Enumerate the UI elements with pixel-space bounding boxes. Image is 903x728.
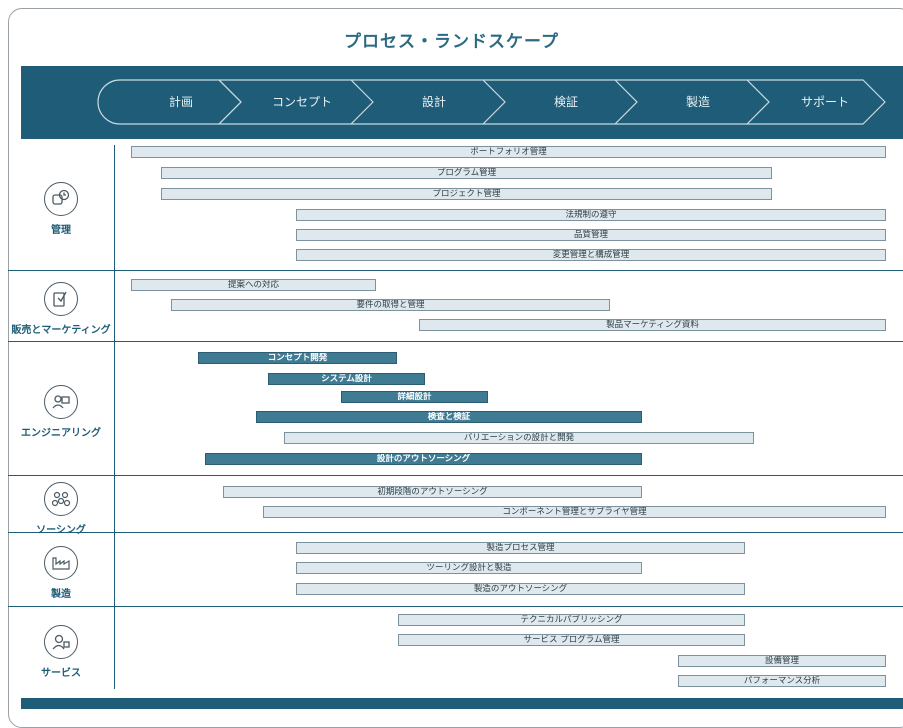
process-bar: コンポーネント管理とサプライヤ管理 — [263, 506, 886, 518]
row-divider — [8, 606, 903, 607]
process-bar: バリエーションの設計と開発 — [284, 432, 754, 444]
process-bar: パフォーマンス分析 — [678, 675, 886, 687]
process-bar: 品質管理 — [296, 229, 886, 241]
phase-arrow-6 — [747, 79, 886, 125]
category-service: サービス — [8, 625, 114, 679]
phase-design: 設計 — [421, 95, 446, 109]
column-divider — [114, 145, 115, 689]
category-label: ソーシング — [36, 525, 86, 536]
management-icon — [44, 182, 78, 216]
phase-arrow-3 — [351, 79, 506, 125]
phase-plan: 計画 — [168, 95, 193, 109]
phase-arrow-2 — [218, 79, 374, 125]
process-bar: 設計のアウトソーシング — [205, 453, 642, 465]
process-bar: 設備管理 — [678, 655, 886, 667]
process-bar: プログラム管理 — [161, 167, 772, 179]
process-bar: 法規制の遵守 — [296, 209, 886, 221]
process-bar: 初期段階のアウトソーシング — [223, 486, 642, 498]
phase-concept: コンセプト — [271, 95, 332, 109]
phase-band: 計画 コンセプト 設計 検証 製造 サポート — [21, 66, 903, 139]
sourcing-icon — [44, 482, 78, 516]
process-bar: 詳細設計 — [341, 391, 488, 403]
process-bar: テクニカルパブリッシング — [398, 614, 745, 626]
process-bar: 検査と検証 — [256, 411, 642, 423]
row-divider — [8, 532, 903, 533]
process-bar: 製品マーケティング資料 — [419, 319, 886, 331]
phase-support: サポート — [800, 95, 849, 109]
process-bar: 要件の取得と管理 — [171, 299, 610, 311]
category-sourcing: ソーシング — [8, 482, 114, 536]
sales-marketing-icon — [44, 282, 78, 316]
process-bar: 製造のアウトソーシング — [296, 583, 745, 595]
process-bar: 変更管理と構成管理 — [296, 249, 886, 261]
phase-manufacturing: 製造 — [685, 95, 710, 109]
phase-arrow-5 — [615, 79, 770, 125]
process-bar: システム設計 — [268, 373, 425, 385]
row-divider — [8, 475, 903, 476]
category-sales-marketing: 販売とマーケティング — [8, 282, 114, 336]
row-divider — [8, 341, 903, 342]
process-bar: プロジェクト管理 — [161, 188, 772, 200]
category-label: 製造 — [51, 589, 71, 600]
category-manufacturing: 製造 — [8, 546, 114, 600]
process-bar: サービス プログラム管理 — [398, 634, 745, 646]
category-management: 管理 — [8, 182, 114, 236]
phase-arrow-start — [97, 79, 138, 125]
phase-arrows — [97, 79, 886, 125]
process-bar: 提案への対応 — [131, 279, 376, 291]
category-label: 販売とマーケティング — [11, 325, 111, 336]
service-icon — [44, 625, 78, 659]
process-bar: ツーリング設計と製造 — [296, 562, 642, 574]
row-divider — [8, 270, 903, 271]
category-label: 管理 — [51, 225, 71, 236]
process-bar: コンセプト開発 — [198, 352, 397, 364]
page-title: プロセス・ランドスケープ — [344, 32, 559, 52]
engineering-icon — [44, 385, 78, 419]
factory-icon — [44, 546, 78, 580]
phase-validation: 検証 — [553, 95, 578, 109]
category-label: エンジニアリング — [21, 428, 101, 439]
process-bar: ポートフォリオ管理 — [131, 146, 886, 158]
category-engineering: エンジニアリング — [8, 385, 114, 439]
category-label: サービス — [41, 668, 81, 679]
footer-band — [21, 698, 903, 709]
phase-arrow-4 — [483, 79, 638, 125]
process-bar: 製造プロセス管理 — [296, 542, 745, 554]
